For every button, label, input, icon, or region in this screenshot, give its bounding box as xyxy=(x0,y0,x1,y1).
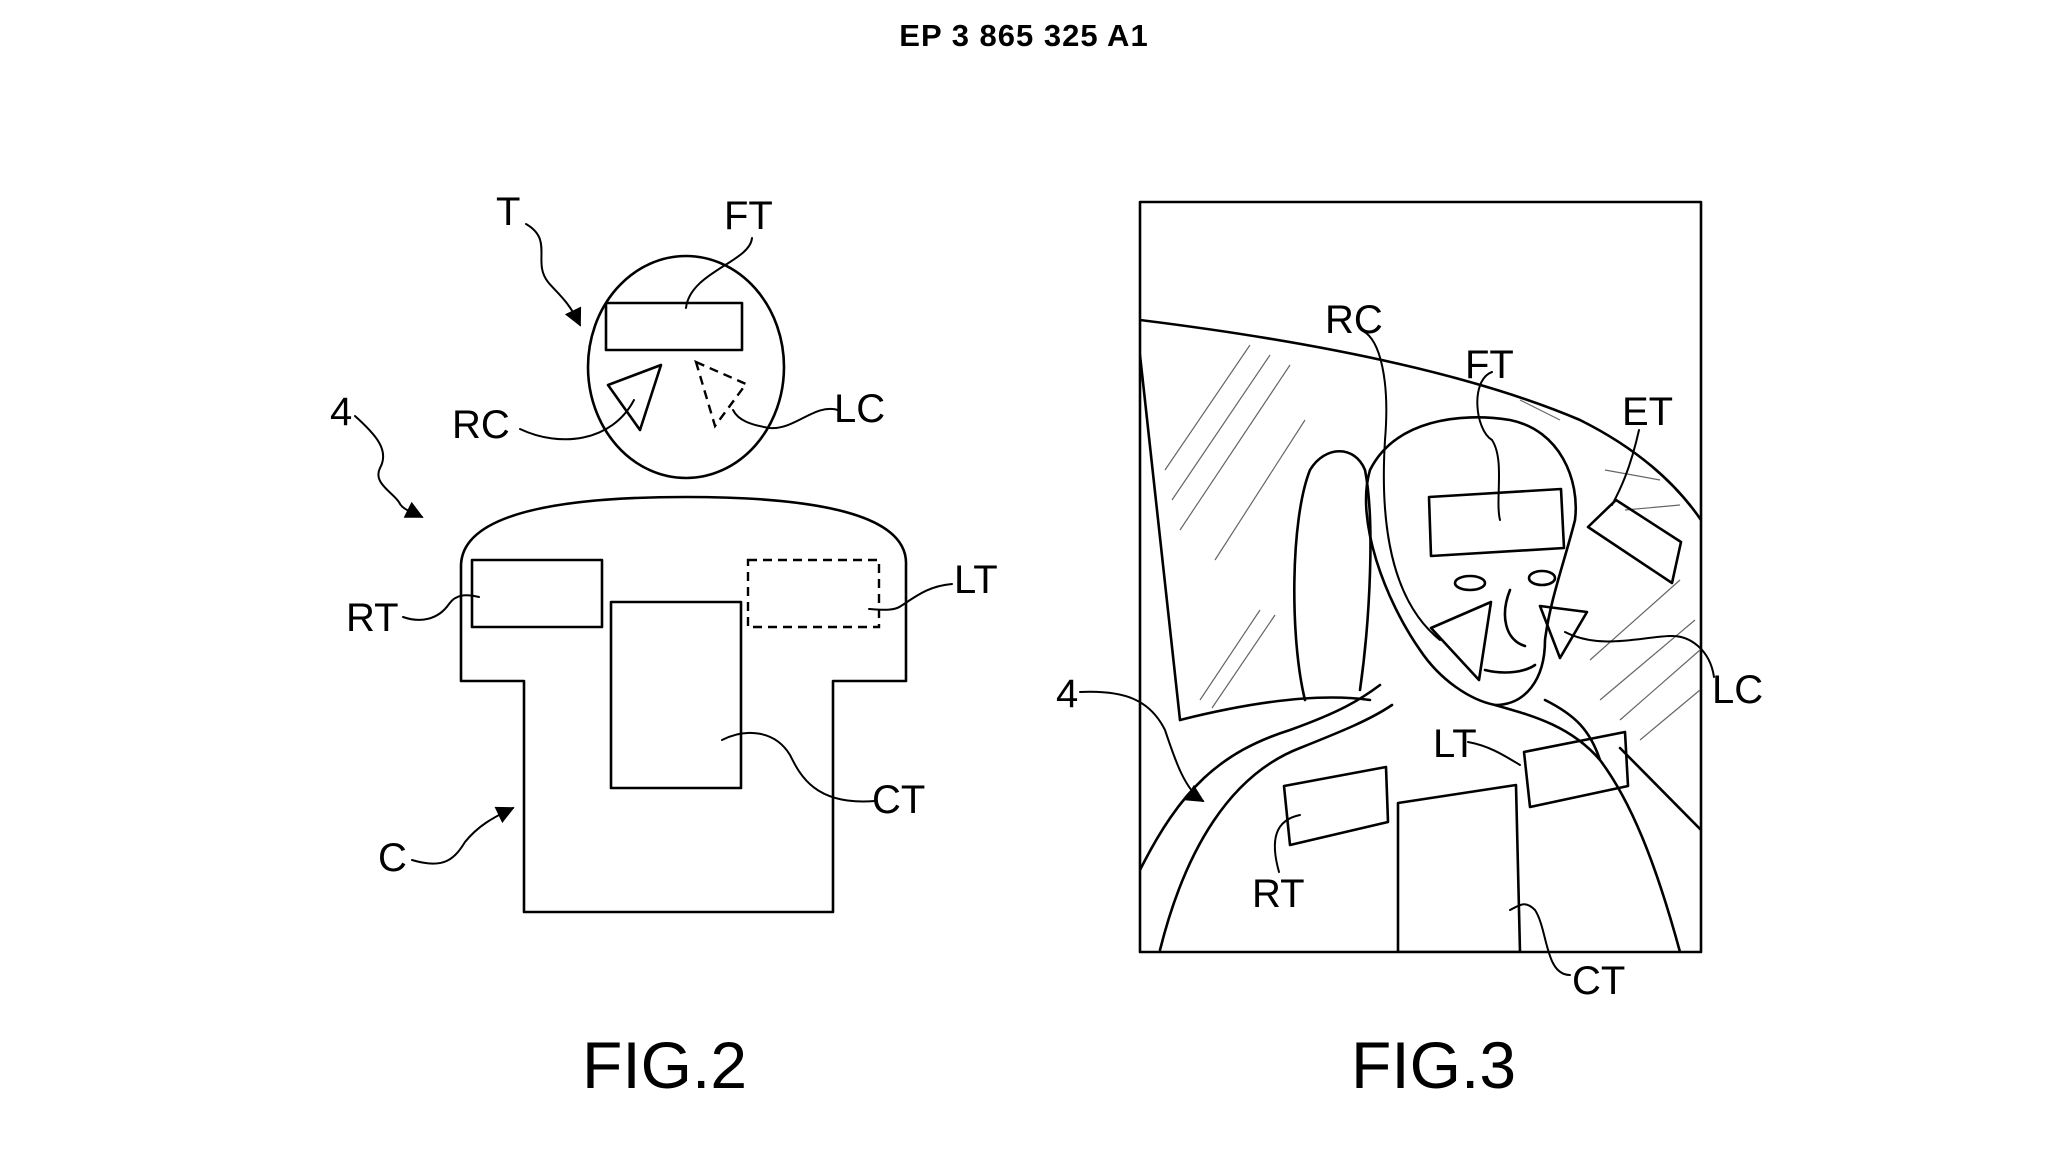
fig2-ft-leader xyxy=(685,237,753,309)
fig3-drawing: RC FT ET 4 LC LT RT CT FIG.3 xyxy=(1056,200,1763,1102)
patent-number-header: EP 3 865 325 A1 xyxy=(899,18,1149,53)
fig3-headrest xyxy=(1293,449,1372,702)
fig2-lt-leader xyxy=(868,583,953,611)
fig2-ct-rectangle xyxy=(609,600,743,790)
fig3-rc-leader xyxy=(1362,330,1441,641)
fig3-label-et: ET xyxy=(1622,390,1673,434)
fig3-left-eye xyxy=(1527,569,1557,587)
fig3-roof-line xyxy=(1140,318,1701,522)
fig3-rc-triangle xyxy=(1429,600,1493,682)
fig2-label-ct: CT xyxy=(872,778,925,822)
fig2-rc-triangle xyxy=(606,363,663,432)
fig2-label-4: 4 xyxy=(330,390,352,434)
fig3-neck-line xyxy=(1543,698,1602,762)
fig2-4-leader xyxy=(354,415,424,518)
fig3-label-lt: LT xyxy=(1433,722,1477,766)
fig3-ct-leader xyxy=(1509,903,1571,976)
fig2-t-leader xyxy=(525,223,582,327)
fig2-body-outline xyxy=(459,495,908,914)
fig3-et-rectangle xyxy=(1586,498,1683,585)
fig2-label-rt: RT xyxy=(346,596,399,640)
fig2-drawing: T FT 4 RC LC RT LT CT C FIG.2 xyxy=(330,190,998,1102)
fig3-seat-outer-contour xyxy=(1140,683,1382,872)
fig3-window-lower-edge xyxy=(1178,696,1372,722)
fig3-4-leader xyxy=(1079,690,1205,802)
fig2-label-c: C xyxy=(378,836,407,880)
fig3-label-ct: CT xyxy=(1572,959,1625,1003)
fig3-label-ft: FT xyxy=(1465,343,1514,387)
fig3-ft-rectangle xyxy=(1427,487,1566,558)
fig3-caption: FIG.3 xyxy=(1351,1028,1516,1102)
fig3-label-4: 4 xyxy=(1056,672,1078,716)
fig2-rt-leader xyxy=(402,594,480,621)
fig3-glass-hatching xyxy=(1164,344,1701,741)
fig3-lt-leader xyxy=(1467,741,1521,766)
fig3-label-lc: LC xyxy=(1712,668,1763,712)
fig3-rt-leader xyxy=(1273,814,1301,873)
fig2-label-ft: FT xyxy=(724,194,773,238)
fig3-rt-rectangle xyxy=(1282,765,1390,847)
fig2-c-leader xyxy=(411,806,515,865)
fig2-label-lt: LT xyxy=(954,558,998,602)
fig2-lt-rectangle xyxy=(746,558,881,629)
fig3-right-eye xyxy=(1453,574,1487,592)
fig2-ft-rectangle xyxy=(604,301,744,352)
fig2-lc-leader xyxy=(732,407,839,430)
fig3-ct-rectangle xyxy=(1396,783,1522,952)
fig2-rt-rectangle xyxy=(470,558,604,629)
fig3-et-leader xyxy=(1611,429,1640,506)
fig3-shoulder-line xyxy=(1493,703,1682,952)
fig3-label-rt: RT xyxy=(1252,872,1305,916)
fig3-ft-leader xyxy=(1476,371,1501,521)
fig3-lc-leader xyxy=(1564,631,1715,678)
fig3-seat-inner-contour xyxy=(1158,703,1394,952)
fig2-ct-leader xyxy=(721,731,876,803)
fig3-head-outline xyxy=(1364,416,1578,707)
fig3-nose xyxy=(1503,588,1527,648)
fig2-lc-triangle xyxy=(694,359,748,429)
fig2-rc-leader xyxy=(519,399,635,441)
fig3-a-pillar xyxy=(1140,353,1182,722)
fig3-window-right-edge xyxy=(1618,746,1701,832)
fig3-frame xyxy=(1138,200,1703,954)
fig3-lt-rectangle xyxy=(1522,730,1630,809)
fig2-label-rc: RC xyxy=(452,403,510,447)
fig2-label-t: T xyxy=(496,190,520,234)
fig3-label-rc: RC xyxy=(1325,298,1383,342)
fig3-mouth xyxy=(1483,663,1537,674)
fig2-head-outline xyxy=(586,254,786,480)
fig2-label-lc: LC xyxy=(834,387,885,431)
fig2-caption: FIG.2 xyxy=(582,1028,747,1102)
